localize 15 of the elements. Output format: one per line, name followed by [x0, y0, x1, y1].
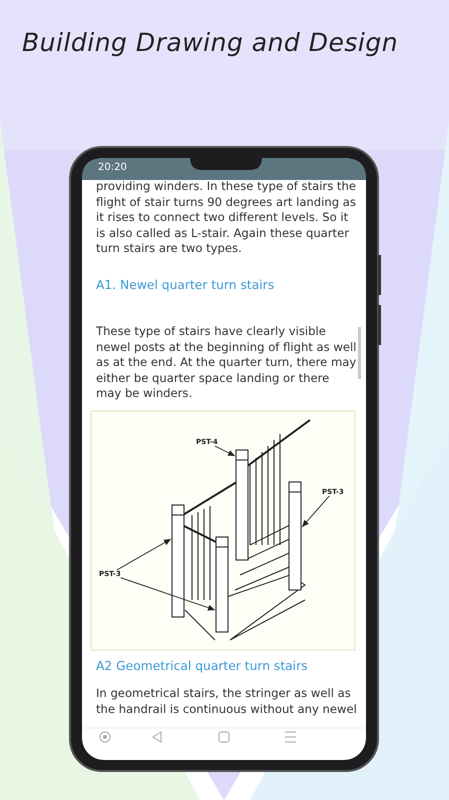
section-heading: A1. Newel quarter turn stairs — [96, 278, 276, 292]
body-paragraph: In geometrical stairs, the stringer as well as the handrail is continuous without any newel — [96, 686, 358, 718]
body-paragraph: These type of stairs have clearly visible newel posts at the beginning of flight as well as at the end. At the quarter turn, there may either be quarter space landing or there may be winders. — [96, 324, 358, 402]
leader-line — [214, 446, 236, 456]
leader-line — [120, 577, 216, 611]
newel-post — [172, 504, 184, 618]
leader-line — [302, 496, 330, 528]
newel-post — [236, 450, 248, 560]
newel-post — [216, 536, 228, 632]
section-heading: A2 Geometrical quarter turn stairs — [96, 659, 309, 673]
body-paragraph: providing winders. In these type of stairs the flight of stair turns 90 degrees art landing as it rises to connect two different levels. So it is also called as L-stair. Again these quarter turn stairs are two types. — [96, 179, 357, 257]
status-time: 20:20 — [98, 162, 127, 173]
newel-post — [288, 482, 302, 590]
page-title: Building Drawing and Design — [22, 28, 398, 57]
leader-line — [116, 538, 172, 570]
